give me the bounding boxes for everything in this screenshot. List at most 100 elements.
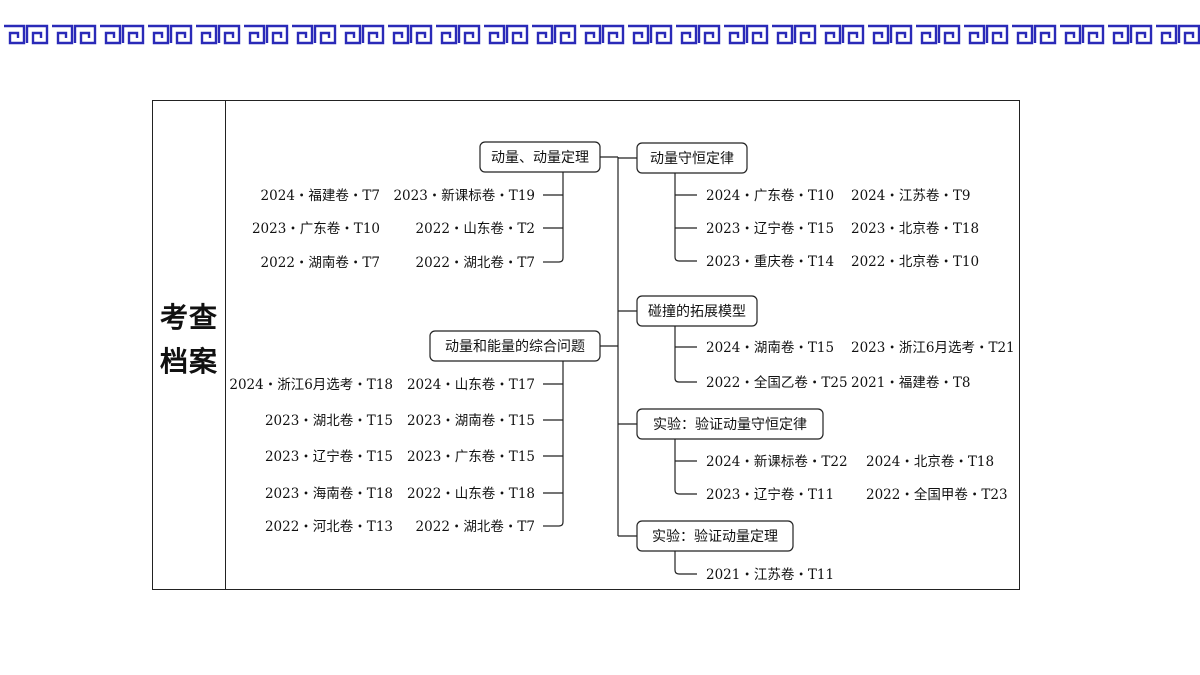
- exam-reference: 2022・河北卷・T13: [265, 519, 393, 535]
- exam-reference: 2023・海南卷・T18: [265, 486, 393, 502]
- fret-unit: [820, 24, 865, 45]
- ref-bus: [674, 326, 697, 383]
- fret-left: [1060, 24, 1082, 45]
- fret-right: [1129, 24, 1153, 45]
- topic-right-3: 实验：验证动量定理: [636, 520, 794, 552]
- fret-left: [100, 24, 122, 45]
- exam-reference: 2023・湖北卷・T15: [265, 413, 393, 429]
- fret-unit: [1012, 24, 1057, 45]
- fret-unit: [436, 24, 481, 45]
- ref-bus: [674, 439, 697, 495]
- fret-left: [532, 24, 554, 45]
- title-column: [152, 100, 226, 590]
- fret-left: [580, 24, 602, 45]
- fret-right: [1033, 24, 1057, 45]
- topic-right-1: 碰撞的拓展模型: [636, 295, 758, 327]
- exam-reference: 2024・北京卷・T18: [866, 454, 994, 470]
- fret-unit: [772, 24, 817, 45]
- exam-reference: 2023・广东卷・T15: [407, 449, 535, 465]
- fret-unit: [1156, 24, 1200, 45]
- fret-right: [937, 24, 961, 45]
- fret-unit: [1108, 24, 1153, 45]
- fret-left: [196, 24, 218, 45]
- fret-right: [265, 24, 289, 45]
- fret-unit: [724, 24, 769, 45]
- topic-box: [636, 142, 748, 174]
- exam-reference: 2023・辽宁卷・T15: [706, 220, 834, 237]
- fret-left: [820, 24, 842, 45]
- exam-reference: 2024・福建卷・T7: [261, 188, 380, 204]
- topic-right-2: 实验：验证动量守恒定律: [636, 408, 824, 440]
- topic-box: [636, 295, 758, 327]
- exam-reference: 2023・新课标卷・T19: [393, 188, 535, 204]
- fret-left: [724, 24, 746, 45]
- exam-reference: 2023・广东卷・T10: [252, 221, 380, 237]
- fret-left: [628, 24, 650, 45]
- fret-unit: [532, 24, 577, 45]
- fret-left: [868, 24, 890, 45]
- fret-right: [985, 24, 1009, 45]
- exam-reference: 2022・北京卷・T10: [851, 254, 979, 270]
- fret-unit: [484, 24, 529, 45]
- fret-left: [244, 24, 266, 45]
- fret-unit: [580, 24, 625, 45]
- fret-right: [73, 24, 97, 45]
- fret-left: [1108, 24, 1130, 45]
- topic-label: 实验：验证动量定理: [652, 529, 778, 545]
- section-title: 考查 档案: [152, 296, 226, 384]
- exam-reference: 2024・广东卷・T10: [706, 188, 834, 204]
- exam-reference: 2023・辽宁卷・T15: [265, 448, 393, 465]
- title-line-1: 考查: [159, 301, 218, 334]
- fret-right: [793, 24, 817, 45]
- fret-right: [889, 24, 913, 45]
- exam-reference: 2022・全国甲卷・T23: [866, 486, 1008, 503]
- fret-unit: [52, 24, 97, 45]
- fret-unit: [868, 24, 913, 45]
- fret-right: [409, 24, 433, 45]
- exam-reference: 2023・重庆卷・T14: [706, 254, 834, 270]
- exam-reference: 2023・辽宁卷・T11: [706, 486, 834, 503]
- exam-reference: 2024・江苏卷・T9: [851, 188, 970, 204]
- exam-reference: 2022・山东卷・T18: [407, 486, 535, 502]
- exam-reference: 2023・浙江6月选考・T21: [851, 340, 1015, 356]
- fret-right: [649, 24, 673, 45]
- topic-right-0: 动量守恒定律: [636, 142, 748, 174]
- fret-unit: [100, 24, 145, 45]
- ref-bus: [674, 551, 697, 575]
- fret-unit: [964, 24, 1009, 45]
- fret-right: [121, 24, 145, 45]
- fret-left: [676, 24, 698, 45]
- fret-left: [52, 24, 74, 45]
- exam-reference: 2021・福建卷・T8: [851, 375, 970, 391]
- exam-reference: 2022・山东卷・T2: [416, 221, 535, 237]
- fret-left: [772, 24, 794, 45]
- fret-right: [361, 24, 385, 45]
- exam-reference: 2021・江苏卷・T11: [706, 567, 834, 583]
- exam-reference: 2022・湖北卷・T7: [416, 255, 535, 271]
- exam-reference: 2022・湖北卷・T7: [416, 519, 535, 535]
- fret-left: [436, 24, 458, 45]
- fret-unit: [916, 24, 961, 45]
- topic-label: 碰撞的拓展模型: [648, 304, 746, 320]
- decorative-fret-border: [4, 24, 1200, 45]
- fret-left: [148, 24, 170, 45]
- fret-left: [964, 24, 986, 45]
- fret-unit: [340, 24, 385, 45]
- fret-right: [601, 24, 625, 45]
- exam-reference: 2023・湖南卷・T15: [407, 413, 535, 429]
- fret-unit: [676, 24, 721, 45]
- fret-unit: [244, 24, 289, 45]
- exam-reference: 2024・浙江6月选考・T18: [229, 377, 393, 393]
- fret-unit: [628, 24, 673, 45]
- fret-unit: [292, 24, 337, 45]
- fret-left: [484, 24, 506, 45]
- fret-unit: [388, 24, 433, 45]
- topic-box: [479, 141, 601, 173]
- fret-right: [25, 24, 49, 45]
- exam-reference: 2023・北京卷・T18: [851, 221, 979, 237]
- title-line-2: 档案: [159, 345, 218, 378]
- fret-right: [1081, 24, 1105, 45]
- exam-reference: 2024・新课标卷・T22: [706, 454, 848, 470]
- topic-left-1: 动量和能量的综合问题: [429, 330, 601, 362]
